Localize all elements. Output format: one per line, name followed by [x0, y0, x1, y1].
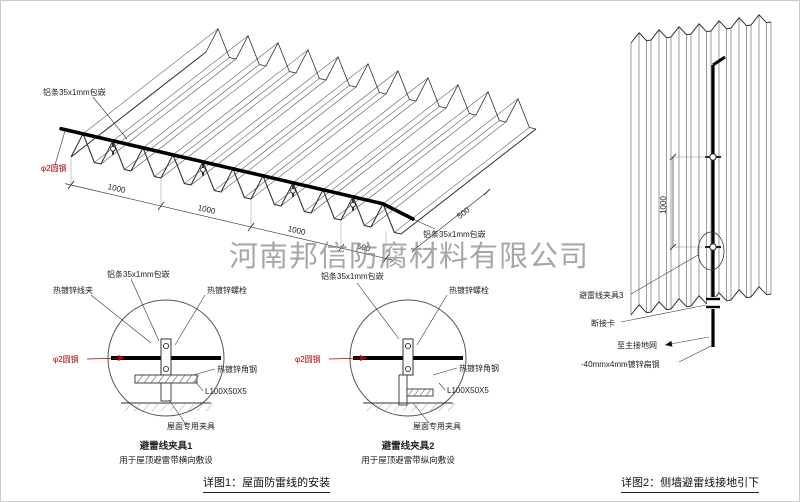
wall-dim-1000: 1000 — [659, 196, 668, 214]
detail1-label-angle: 热镀锌角钢 — [217, 364, 257, 374]
wall-label-flat-steel: -40mmx4mm镀锌扁钢 — [581, 359, 660, 369]
wall-down-conductor-diagram: 避雷线夹具3 断接卡 至主接地网 -40mmx4mm镀锌扁钢 1000 — [579, 14, 772, 369]
roof-isometric-diagram: 铝条35x1mm包嵌 φ2圆钢 铝条35x1mm包嵌 1000 1000 100… — [41, 27, 537, 263]
detail1-label-bolt: 热镀锌螺栓 — [207, 285, 247, 295]
detail1-label-strip: 铝条35x1mm包嵌 — [107, 269, 170, 279]
detail1-label-clamp: 热镀锌线夹 — [53, 285, 93, 295]
roof-dim-1000-2: 1000 — [197, 203, 217, 216]
detail1-title: 避雷线夹具1 — [140, 440, 194, 452]
figure2-caption: 详图2：侧墙避雷线接地引下 — [621, 474, 760, 493]
detail2-subtitle: 用于屋顶避雷带纵向敷设 — [361, 455, 455, 465]
detail2-label-strip: 铝条35x1mm包嵌 — [321, 271, 384, 281]
wall-corrugated-sheet — [630, 14, 772, 316]
wall-label-disconnect: 断接卡 — [591, 318, 615, 328]
roof-dim-1000-3: 1000 — [287, 224, 307, 237]
detail1-label-angle-size: L100X50X5 — [205, 387, 247, 396]
roof-leader-lines — [54, 96, 436, 230]
detail-1-diagram: 铝条35x1mm包嵌 热镀锌线夹 热镀锌螺栓 φ2圆钢 热镀锌角钢 L100X5… — [53, 269, 257, 465]
detail2-leader-lines — [328, 282, 458, 424]
detail2-label-fixture: 屋面专用夹具 — [413, 421, 461, 431]
detail2-title: 避雷线夹具2 — [382, 440, 435, 452]
roof-corrugated-sheet — [70, 27, 537, 235]
detail1-clamp-drawing — [107, 299, 225, 417]
roof-dim-500-right: 500 — [455, 205, 471, 221]
detail2-label-angle-size: L100X50X5 — [447, 386, 489, 395]
figure1-caption: 详图1：屋面防雷线的安装 — [203, 474, 331, 493]
wall-dimension-lines — [669, 153, 709, 251]
detail2-clamp-drawing — [349, 299, 467, 417]
detail2-label-bolt: 热镀锌螺栓 — [449, 285, 489, 295]
detail2-label-angle: 热镀锌角钢 — [459, 363, 499, 373]
roof-dimension-lines — [64, 158, 491, 263]
roof-dim-1000-1: 1000 — [107, 182, 127, 195]
detail1-subtitle: 用于屋顶避雷带横向敷设 — [119, 455, 213, 465]
detail2-label-rod: φ2圆钢 — [295, 354, 321, 364]
wall-leader-lines — [620, 254, 714, 363]
detail1-label-fixture: 屋面专用夹具 — [167, 421, 215, 431]
roof-label-rod: φ2圆钢 — [41, 163, 67, 173]
wall-down-conductor — [697, 55, 726, 347]
wall-label-ground: 至主接地网 — [617, 340, 657, 350]
roof-label-strip-top: 铝条35x1mm包嵌 — [43, 87, 106, 97]
detail1-leader-lines — [86, 278, 216, 424]
roof-lightning-wire — [59, 126, 415, 221]
roof-dim-500-bottom: 500 — [356, 242, 372, 254]
roof-label-strip-right: 铝条35x1mm包嵌 — [423, 229, 486, 239]
detail-2-diagram: 铝条35x1mm包嵌 热镀锌螺栓 φ2圆钢 热镀锌角钢 L100X50X5 屋面… — [295, 271, 499, 465]
detail1-label-rod: φ2圆钢 — [53, 354, 79, 364]
wall-label-clamp3: 避雷线夹具3 — [579, 290, 624, 300]
